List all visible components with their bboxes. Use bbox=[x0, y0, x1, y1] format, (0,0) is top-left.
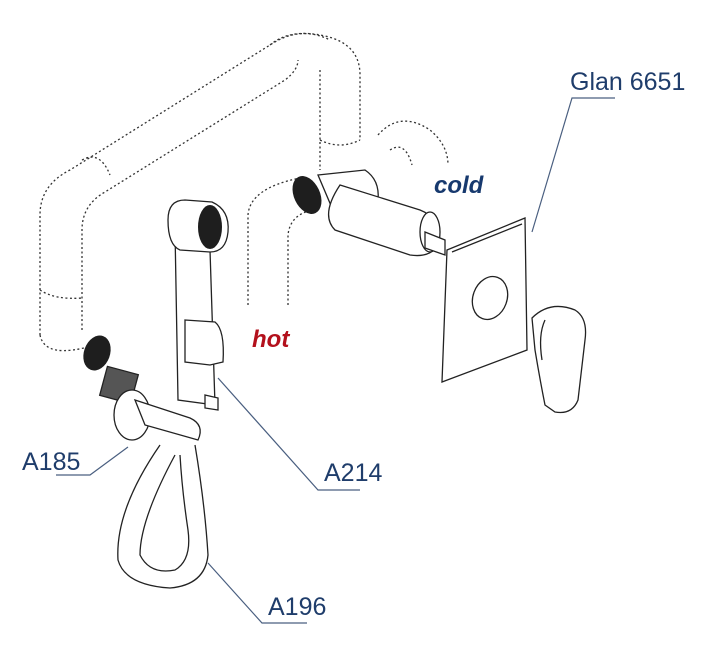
concealed-pipes bbox=[39, 32, 449, 352]
label-hot: hot bbox=[252, 326, 290, 353]
wall-outlet-icon bbox=[83, 335, 111, 371]
shower-hose bbox=[117, 444, 209, 589]
label-glan-6651: Glan 6651 bbox=[570, 68, 686, 96]
label-a196: A196 bbox=[268, 593, 327, 621]
label-a214: A214 bbox=[324, 459, 383, 487]
lever-handle bbox=[531, 305, 587, 414]
shower-head-face-icon bbox=[198, 205, 222, 249]
label-cold: cold bbox=[434, 172, 484, 199]
leader-lines bbox=[56, 97, 615, 624]
label-a185: A185 bbox=[22, 448, 81, 476]
angle-valve bbox=[98, 365, 201, 441]
outlet-hole-icon bbox=[292, 176, 322, 214]
mixer-valve-body bbox=[317, 169, 446, 257]
cover-plate bbox=[441, 217, 528, 383]
